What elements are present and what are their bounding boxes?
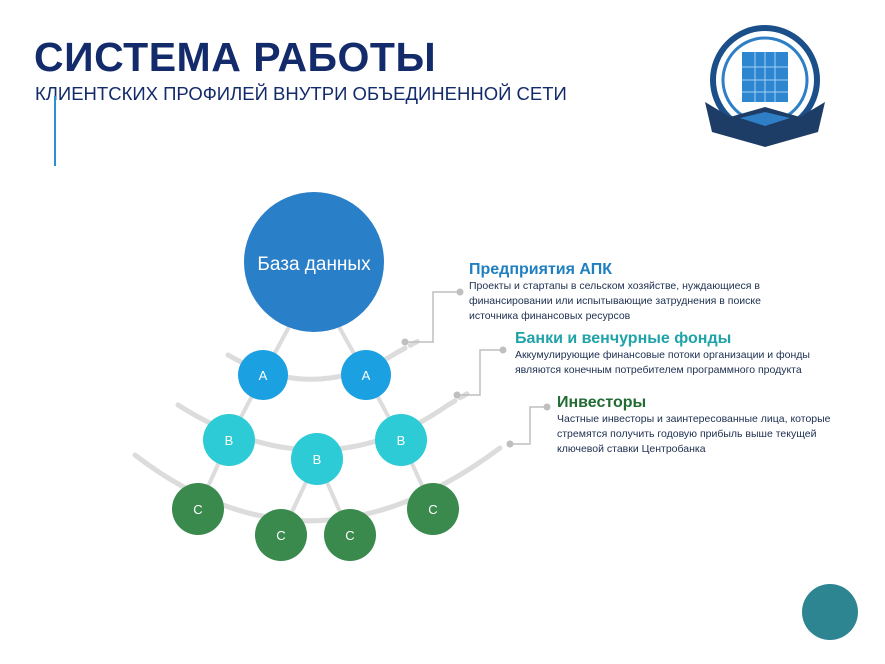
- node-b: [291, 433, 343, 485]
- node-c-label: C: [276, 528, 285, 543]
- node-a-label: A: [362, 368, 371, 383]
- node-a: [341, 350, 391, 400]
- legend-item-investors: Инвесторы Частные инвесторы и заинтересо…: [557, 394, 857, 457]
- node-c-label: C: [345, 528, 354, 543]
- slide-subtitle: КЛИЕНТСКИХ ПРОФИЛЕЙ ВНУТРИ ОБЪЕДИНЕННОЙ …: [35, 83, 567, 104]
- node-b-label: B: [397, 433, 406, 448]
- legend-title: Банки и венчурные фонды: [515, 330, 732, 347]
- node-c: [172, 483, 224, 535]
- database-node: [244, 192, 384, 332]
- database-label: База данных: [257, 254, 371, 275]
- slide-title: СИСТЕМА РАБОТЫ: [34, 34, 437, 80]
- legend-item-agro: Предприятия АПК Проекты и стартапы в сел…: [469, 261, 799, 324]
- legend-text: Аккумулирующие финансовые потоки организ…: [515, 349, 810, 376]
- node-b-label: B: [313, 452, 322, 467]
- node-c-label: C: [193, 502, 202, 517]
- legend-text: Проекты и стартапы в сельском хозяйстве,…: [469, 280, 761, 322]
- node-c-label: C: [428, 502, 437, 517]
- university-logo: [705, 25, 825, 147]
- node-a: [238, 350, 288, 400]
- node-b: [375, 414, 427, 466]
- node-c: [255, 509, 307, 561]
- legend-title: Инвесторы: [557, 394, 647, 411]
- node-c: [407, 483, 459, 535]
- decorative-circle: [802, 584, 858, 640]
- node-b: [203, 414, 255, 466]
- legend-item-banks: Банки и венчурные фонды Аккумулирующие ф…: [515, 330, 835, 378]
- legend-title: Предприятия АПК: [469, 261, 612, 278]
- node-c: [324, 509, 376, 561]
- accent-line: [54, 96, 56, 166]
- arc-c: [132, 445, 503, 524]
- node-a-label: A: [259, 368, 268, 383]
- node-b-label: B: [225, 433, 234, 448]
- legend-text: Частные инвесторы и заинтересованные лиц…: [557, 413, 831, 455]
